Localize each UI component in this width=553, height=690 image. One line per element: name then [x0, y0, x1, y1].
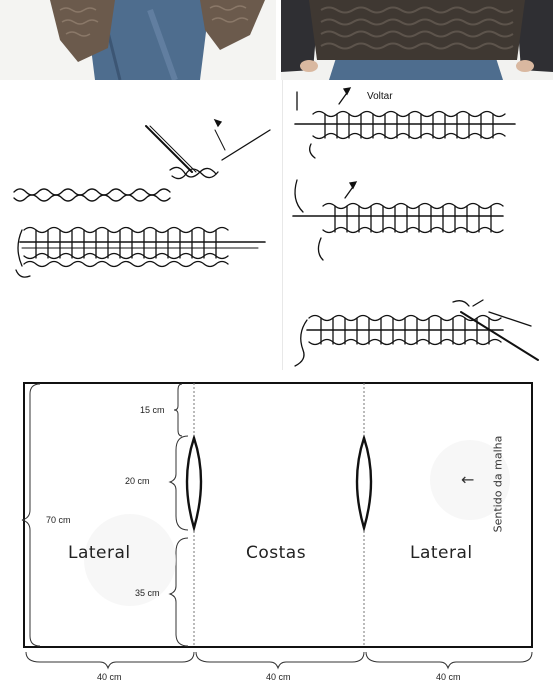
photo-model-jeans-illustration	[0, 0, 276, 80]
height-bracket	[21, 383, 41, 647]
vest-pattern-drawing	[21, 382, 533, 670]
dimension-armhole: 20 cm	[125, 476, 150, 486]
stitch-steps-right	[282, 80, 553, 370]
width-bracket-right	[365, 651, 533, 670]
arrow-left-icon: ←	[461, 470, 475, 489]
stitch-steps-right-illustration	[292, 87, 539, 367]
dimension-bottom-gap: 35 cm	[135, 588, 160, 598]
armhole-oval-icon	[185, 434, 203, 533]
vest-pattern-schematic	[0, 370, 553, 690]
panel-label-right: Lateral	[410, 543, 473, 563]
dimension-top-gap: 15 cm	[140, 405, 165, 415]
dimension-width-right: 40 cm	[436, 672, 461, 682]
dimension-width-center: 40 cm	[266, 672, 291, 682]
photo-model-jeans	[0, 0, 276, 80]
second-row-step-drawing	[292, 179, 504, 261]
width-bracket-left	[25, 651, 195, 670]
knit-direction-label: Sentido da malha	[491, 435, 505, 533]
stitch-row-drawing	[15, 226, 266, 278]
turn-label: Voltar	[367, 91, 393, 102]
photo-divider	[276, 0, 281, 80]
armhole-bracket	[168, 435, 189, 531]
top-gap-bracket	[173, 383, 183, 437]
pattern-outline	[23, 382, 533, 648]
chain-step-drawing	[13, 118, 271, 202]
stitch-steps-left	[0, 80, 280, 370]
stitch-steps-left-illustration	[13, 118, 271, 278]
dimension-total-height: 70 cm	[46, 515, 71, 525]
panel-label-center: Costas	[246, 543, 307, 563]
panel-label-left: Lateral	[68, 543, 131, 563]
bottom-gap-bracket	[168, 537, 189, 647]
width-bracket-center	[195, 651, 365, 670]
dimension-width-left: 40 cm	[97, 672, 122, 682]
photo-vest-back	[281, 0, 553, 80]
armhole-oval-icon	[355, 434, 373, 533]
turn-step-drawing	[294, 87, 516, 159]
final-row-step-drawing	[294, 299, 539, 367]
photo-vest-back-illustration	[281, 0, 553, 80]
